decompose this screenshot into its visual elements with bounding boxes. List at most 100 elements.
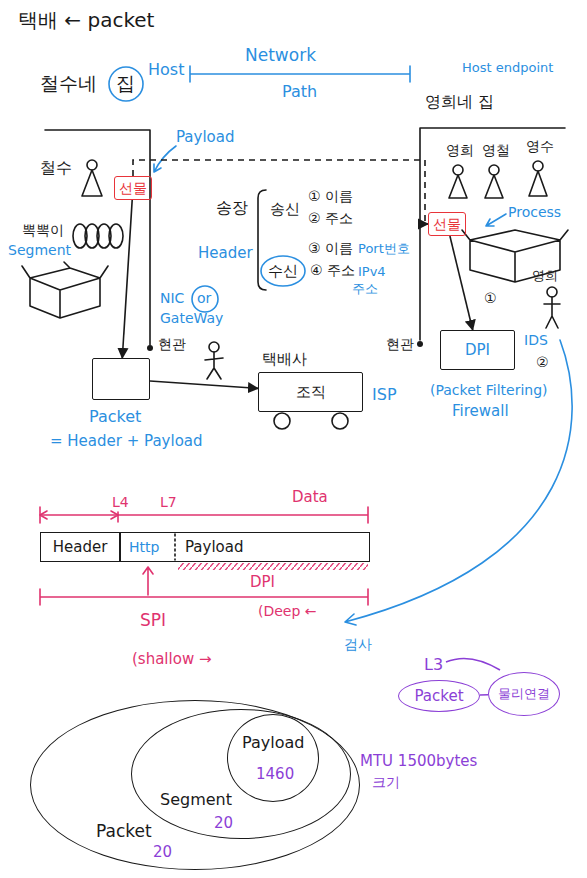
spi-arrow: [143, 567, 153, 595]
label: Host: [148, 60, 184, 79]
label: NIC: [160, 290, 184, 307]
label: 택배사: [262, 350, 307, 368]
person-body: [529, 171, 547, 196]
shape-node: Payload 1460: [227, 714, 319, 802]
shape-node: 선물: [428, 212, 466, 236]
label: Path: [282, 82, 317, 101]
shape-node: 조직: [258, 372, 363, 412]
node-text: 20: [214, 814, 233, 832]
label: ISP: [372, 385, 397, 404]
shape-node: 물리연결: [488, 672, 560, 716]
open-box: [22, 262, 108, 318]
person-body: [449, 175, 467, 198]
label: 영희네 집: [425, 92, 494, 111]
label: Header: [198, 244, 253, 262]
node-text: 물리연결: [498, 686, 550, 702]
shape-node: Packet: [92, 358, 150, 400]
shape-node: Header: [40, 532, 120, 562]
node-text: 선물: [119, 180, 147, 197]
label: 철수: [40, 158, 72, 177]
node-text: 20: [153, 843, 172, 861]
truck-wheel: [332, 413, 348, 429]
label: IPv4: [358, 264, 386, 280]
label: 집: [116, 72, 135, 95]
process-leader: [486, 214, 506, 226]
label: 영희: [446, 142, 474, 159]
shape-node: DPI: [440, 330, 515, 370]
layer-bracket: [40, 507, 368, 523]
node-text: Http: [129, 539, 159, 556]
door-dot: [147, 345, 153, 351]
label: Network: [245, 45, 316, 65]
connector: [133, 160, 428, 224]
payload-hatch: [178, 563, 368, 570]
label: ④ 주소: [310, 262, 355, 279]
node-text: Packet: [96, 821, 152, 841]
label: 영철: [482, 142, 510, 159]
label: 송신: [270, 200, 300, 218]
shape-node: 선물: [114, 176, 152, 200]
person-head: [547, 287, 557, 297]
label: Process: [508, 204, 561, 221]
node-text: 조직: [296, 383, 326, 401]
label: MTU 1500bytes: [360, 752, 477, 770]
person-body: [82, 170, 102, 196]
label: 뽁뽁이: [22, 222, 64, 239]
right-house-wall: [420, 128, 565, 340]
label: Firewall: [452, 402, 509, 420]
label: 크기: [372, 774, 400, 791]
label: 택배 ← packet: [18, 8, 154, 32]
truck-wheel: [274, 413, 290, 429]
inspection-bracket: [40, 589, 368, 605]
courier-body: [205, 352, 223, 379]
network-bracket: [190, 66, 410, 82]
label: SPI: [140, 610, 166, 630]
inspection-curve: [345, 340, 572, 625]
divider: [174, 534, 176, 560]
label: ③ 이름: [308, 240, 353, 257]
label: ② 주소: [308, 210, 353, 227]
label: (Packet Filtering): [430, 382, 548, 399]
connector: [450, 236, 473, 330]
person-body: [544, 297, 560, 328]
label: Payload: [176, 128, 235, 146]
label: GateWay: [160, 310, 223, 327]
shape-node: HttpPayload: [120, 532, 370, 562]
person-head: [489, 165, 499, 175]
node-text: Header: [53, 538, 108, 556]
connector: [150, 381, 258, 388]
label: Segment: [8, 242, 71, 259]
node-text: 1460: [256, 765, 294, 783]
node-text: Packet: [89, 407, 141, 426]
label: 검사: [344, 636, 372, 653]
courier-head: [209, 342, 219, 352]
label: L7: [160, 494, 177, 511]
label: Data: [292, 488, 328, 506]
label: Port번호: [358, 241, 410, 257]
label: ① 이름: [308, 188, 353, 205]
node-text: Segment: [160, 790, 232, 809]
bubble-wrap: [109, 224, 123, 248]
label: 현관: [158, 336, 186, 353]
label: 송장: [216, 198, 248, 217]
label: 철수네: [40, 72, 97, 95]
receiver-circle: [261, 256, 305, 286]
node-text: Payload: [242, 733, 304, 752]
node-text: DPI: [465, 341, 490, 359]
label: 영희: [532, 268, 558, 284]
shape-node: Segment 20 Payload 1460: [131, 709, 351, 839]
slip-bracket: [258, 190, 266, 290]
label: ①: [484, 290, 497, 307]
person-body: [485, 175, 503, 198]
host-circle: [109, 67, 143, 101]
door-dot: [417, 341, 423, 347]
label: (Deep ←: [258, 603, 317, 620]
connector: [122, 200, 132, 358]
person-head: [533, 161, 543, 171]
shape-node: Packet: [398, 680, 480, 712]
shape-node: Packet20Segment20Payload1460: [30, 700, 360, 870]
label: 영수: [526, 138, 554, 155]
node-text: 선물: [433, 216, 461, 233]
label: 주소: [352, 281, 378, 297]
